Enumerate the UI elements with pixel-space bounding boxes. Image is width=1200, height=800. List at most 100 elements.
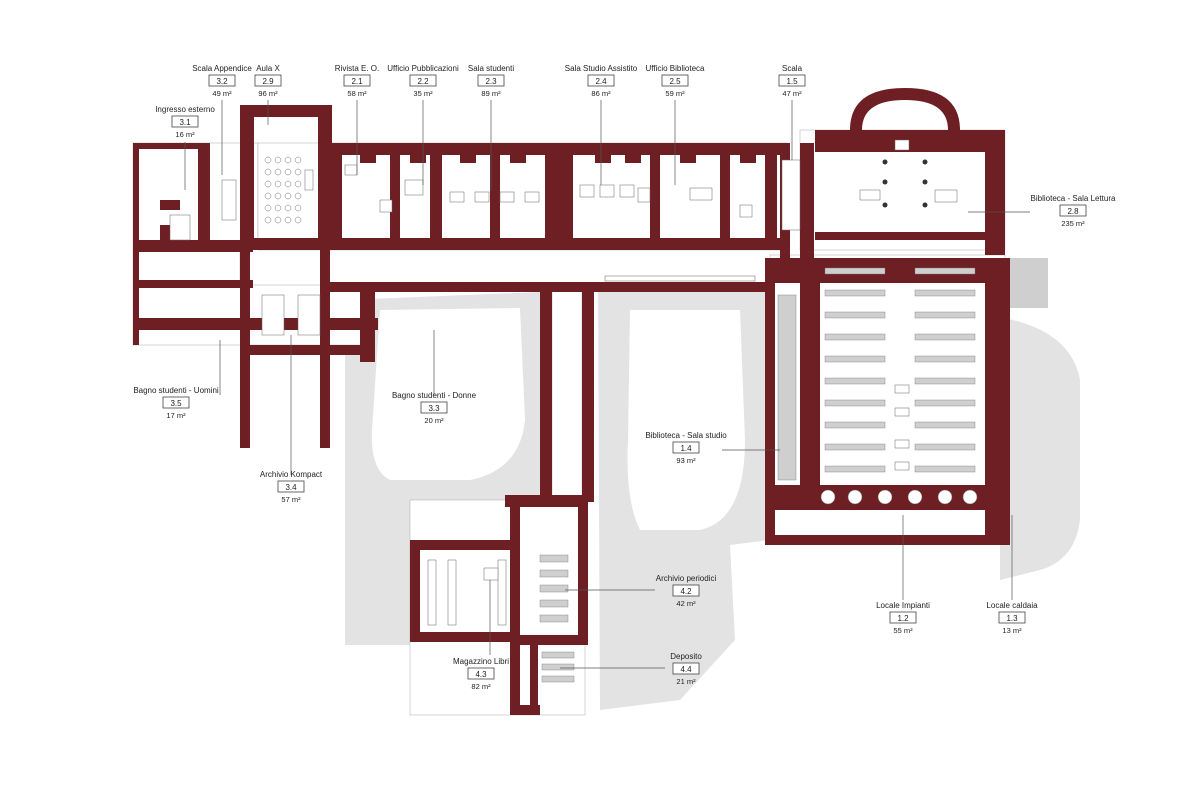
room-code: 2.2 [417,77,429,86]
room-name: Sala Studio Assistito [565,64,638,73]
room-code-box [277,480,305,493]
room-code-box [343,74,371,87]
room-name: Scala Appendice [192,64,252,73]
room-area: 35 m² [413,89,433,98]
room-code-box [778,74,806,87]
label-3-1: Ingresso esterno 3.1 16 m² [155,105,215,139]
room-name: Locale caldaia [986,601,1038,610]
room-name: Ufficio Biblioteca [646,64,706,73]
label-3-2: Scala Appendice 3.2 49 m² [192,64,252,98]
room-code: 2.8 [1067,207,1079,216]
room-name: Scala [782,64,803,73]
room-code-box [672,441,700,454]
room-name: Bagno studenti - Uomini [133,386,219,395]
study-tables [824,267,976,473]
label-1-3: Locale caldaia 1.3 13 m² [986,601,1038,635]
furniture [169,139,978,683]
room-code: 4.4 [680,665,692,674]
room-name: Rivista E. O. [335,64,379,73]
room-code-box [208,74,236,87]
room-code: 1.4 [680,444,692,453]
room-code: 1.2 [897,614,909,623]
room-code: 2.1 [351,77,363,86]
room-code: 4.3 [475,670,487,679]
room-area: 49 m² [212,89,232,98]
room-name: Magazzino Libri [453,657,509,666]
room-code-box [162,396,190,409]
room-code-box [672,662,700,675]
room-code: 3.1 [179,118,191,127]
room-name: Biblioteca - Sala Lettura [1031,194,1116,203]
room-code-box [171,115,199,128]
label-4-4: Deposito 4.4 21 m² [670,652,702,686]
room-code: 2.3 [485,77,497,86]
room-code: 3.3 [428,404,440,413]
room-name: Locale Impianti [876,601,930,610]
room-area: 59 m² [665,89,685,98]
room-area: 89 m² [481,89,501,98]
room-code: 1.3 [1006,614,1018,623]
room-code: 2.5 [669,77,681,86]
room-area: 86 m² [591,89,611,98]
room-area: 96 m² [258,89,278,98]
room-code: 2.9 [262,77,274,86]
room-area: 16 m² [175,130,195,139]
room-name: Archivio Kompact [260,470,323,479]
label-2-8: Biblioteca - Sala Lettura 2.8 235 m² [1031,194,1116,228]
room-name: Sala studenti [468,64,514,73]
room-code-box [1059,204,1087,217]
room-area: 57 m² [281,495,301,504]
label-2-1: Rivista E. O. 2.1 58 m² [335,64,379,98]
room-name: Deposito [670,652,702,661]
room-name: Archivio periodici [656,574,717,583]
room-code-box [998,611,1026,624]
room-area: 93 m² [676,456,696,465]
room-area: 47 m² [782,89,802,98]
room-code: 2.4 [595,77,607,86]
room-area: 82 m² [471,682,491,691]
room-code-box [672,584,700,597]
room-area: 58 m² [347,89,367,98]
label-1-5: Scala 1.5 47 m² [778,64,806,98]
room-code-box [587,74,615,87]
room-area: 21 m² [676,677,696,686]
room-code: 1.5 [786,77,798,86]
label-2-4: Sala Studio Assistito 2.4 86 m² [565,64,638,98]
room-area: 55 m² [893,626,913,635]
room-code-box [661,74,689,87]
label-1-4: Biblioteca - Sala studio 1.4 93 m² [645,431,727,465]
room-name: Bagno studenti - Donne [392,391,477,400]
label-3-5: Bagno studenti - Uomini 3.5 17 m² [133,386,219,420]
walls [133,88,1010,715]
label-4-3: Magazzino Libri 4.3 82 m² [453,657,509,691]
room-code: 3.4 [285,483,297,492]
room-code-box [477,74,505,87]
label-2-9: Aula X 2.9 96 m² [254,64,282,98]
label-2-5: Ufficio Biblioteca 2.5 59 m² [646,64,706,98]
label-3-4: Archivio Kompact 3.4 57 m² [260,470,323,504]
room-name: Aula X [256,64,280,73]
label-2-2: Ufficio Pubblicazioni 2.2 35 m² [387,64,459,98]
room-code: 4.2 [680,587,692,596]
room-name: Biblioteca - Sala studio [645,431,727,440]
room-name: Ufficio Pubblicazioni [387,64,459,73]
room-code-box [467,667,495,680]
room-area: 42 m² [676,599,696,608]
room-area: 13 m² [1002,626,1022,635]
room-code-box [254,74,282,87]
label-2-3: Sala studenti 2.3 89 m² [468,64,514,98]
room-code: 3.5 [170,399,182,408]
room-area: 235 m² [1061,219,1085,228]
aula-seating [264,156,314,224]
room-area: 17 m² [166,411,186,420]
room-code-box [420,401,448,414]
label-1-2: Locale Impianti 1.2 55 m² [876,601,930,635]
room-area: 20 m² [424,416,444,425]
label-3-3: Bagno studenti - Donne 3.3 20 m² [392,391,477,425]
room-code: 3.2 [216,77,228,86]
room-code-box [409,74,437,87]
label-4-2: Archivio periodici 4.2 42 m² [656,574,717,608]
leader-lines [184,100,1030,669]
room-name: Ingresso esterno [155,105,215,114]
